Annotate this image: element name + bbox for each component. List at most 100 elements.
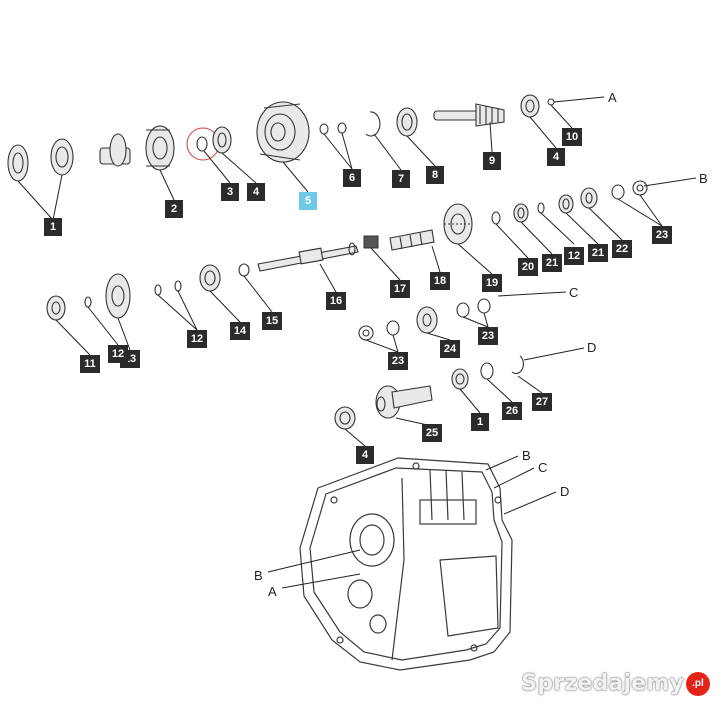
part-10-small-ring [547, 98, 555, 106]
reference-letters: A B C D B C D B A [254, 90, 708, 599]
label-part-22: 22 [612, 240, 632, 258]
part-12-ring [537, 202, 545, 214]
svg-text:20: 20 [522, 261, 534, 273]
label-part-26: 26 [502, 402, 522, 420]
part-9-pinion-shaft [433, 103, 505, 127]
part-25-shaft-gear [375, 385, 433, 419]
part-14-bearing [199, 264, 221, 292]
svg-text:12: 12 [191, 333, 203, 345]
part-26-washer [480, 362, 494, 380]
part-11-bearing [46, 295, 66, 321]
label-part-5-highlighted: 5 [299, 192, 317, 210]
svg-text:23: 23 [392, 355, 404, 367]
svg-text:23: 23 [482, 330, 494, 342]
part-21-bearing-b [558, 194, 574, 214]
part-23-washers-low [358, 320, 400, 341]
label-part-14: 14 [230, 322, 250, 340]
svg-text:3: 3 [227, 186, 233, 198]
label-part-4-right: 4 [547, 148, 565, 166]
ref-letter-c-housing: C [538, 460, 547, 475]
label-part-17: 17 [390, 280, 410, 298]
label-part-1-low: 1 [471, 413, 489, 431]
label-part-4-low: 4 [356, 446, 374, 464]
svg-text:23: 23 [656, 229, 668, 241]
svg-text:15: 15 [266, 315, 278, 327]
svg-text:14: 14 [234, 325, 247, 337]
svg-text:9: 9 [489, 155, 495, 167]
part-7-snap-ring [365, 111, 381, 137]
part-6-circlips [319, 122, 347, 135]
watermark-badge-icon: .pl [686, 672, 710, 696]
svg-text:6: 6 [349, 172, 355, 184]
part-2-gear-shaft [99, 125, 175, 171]
part-23-washers-mid [456, 298, 491, 318]
label-part-27: 27 [532, 393, 552, 411]
svg-text:24: 24 [444, 343, 457, 355]
svg-text:21: 21 [592, 247, 604, 259]
ref-letter-d-top: D [587, 340, 596, 355]
part-8-bearing [396, 107, 418, 137]
svg-text:27: 27 [536, 396, 548, 408]
label-part-21-right: 21 [588, 244, 608, 262]
svg-text:10: 10 [566, 131, 578, 143]
svg-text:4: 4 [362, 449, 369, 461]
svg-text:11: 11 [84, 358, 96, 370]
label-part-19: 19 [482, 274, 502, 292]
svg-text:1: 1 [50, 221, 56, 233]
ref-letter-b-housing: B [522, 448, 531, 463]
part-21-bearing [513, 203, 529, 223]
label-part-3: 3 [221, 183, 239, 201]
part-15-ring [238, 263, 250, 277]
leader-lines [17, 96, 697, 589]
label-part-18: 18 [430, 272, 450, 290]
label-part-21: 21 [542, 254, 562, 272]
part-12-ring-left [84, 296, 92, 308]
svg-text:5: 5 [305, 195, 311, 207]
svg-text:25: 25 [426, 427, 438, 439]
label-part-24: 24 [440, 340, 460, 358]
part-18-splined-shaft [389, 229, 435, 251]
label-part-12-mid: 12 [187, 330, 207, 348]
label-part-1: 1 [44, 218, 62, 236]
label-part-6: 6 [343, 169, 361, 187]
watermark-text: Sprzedajemy [521, 671, 684, 696]
part-19-gear [443, 203, 473, 245]
transmission-housing [299, 457, 513, 671]
svg-text:12: 12 [112, 348, 124, 360]
label-part-23-mid: 23 [478, 327, 498, 345]
ref-letter-b-left: B [254, 568, 263, 583]
part-4-bearing [212, 126, 232, 154]
label-part-23-right: 23 [652, 226, 672, 244]
part-5-clutch-housing [256, 101, 310, 163]
part-22-gear [580, 187, 598, 209]
part-4-bearing-low [334, 406, 356, 430]
part-27-snap-ring [511, 355, 524, 375]
svg-text:1: 1 [477, 416, 483, 428]
svg-text:8: 8 [432, 169, 438, 181]
label-part-9: 9 [483, 152, 501, 170]
svg-text:22: 22 [616, 243, 628, 255]
part-1-bearing-low [451, 368, 469, 390]
svg-text:16: 16 [330, 295, 342, 307]
label-part-16: 16 [326, 292, 346, 310]
ref-letter-b-top: B [699, 171, 708, 186]
svg-text:26: 26 [506, 405, 518, 417]
label-part-25: 25 [422, 424, 442, 442]
label-part-2: 2 [165, 200, 183, 218]
svg-text:4: 4 [253, 186, 260, 198]
part-16-main-shaft [257, 242, 359, 272]
label-part-11: 11 [80, 355, 100, 373]
svg-text:4: 4 [553, 151, 560, 163]
label-part-4: 4 [247, 183, 265, 201]
svg-text:2: 2 [171, 203, 177, 215]
label-part-20: 20 [518, 258, 538, 276]
label-part-12-left: 12 [108, 345, 128, 363]
part-1-bearing-pair [7, 138, 74, 182]
svg-text:17: 17 [394, 283, 406, 295]
part-24-gear [416, 306, 438, 334]
label-part-23-low: 23 [388, 352, 408, 370]
part-20-ring [491, 211, 501, 225]
ref-letter-a-top: A [608, 90, 617, 105]
svg-text:12: 12 [568, 250, 580, 262]
